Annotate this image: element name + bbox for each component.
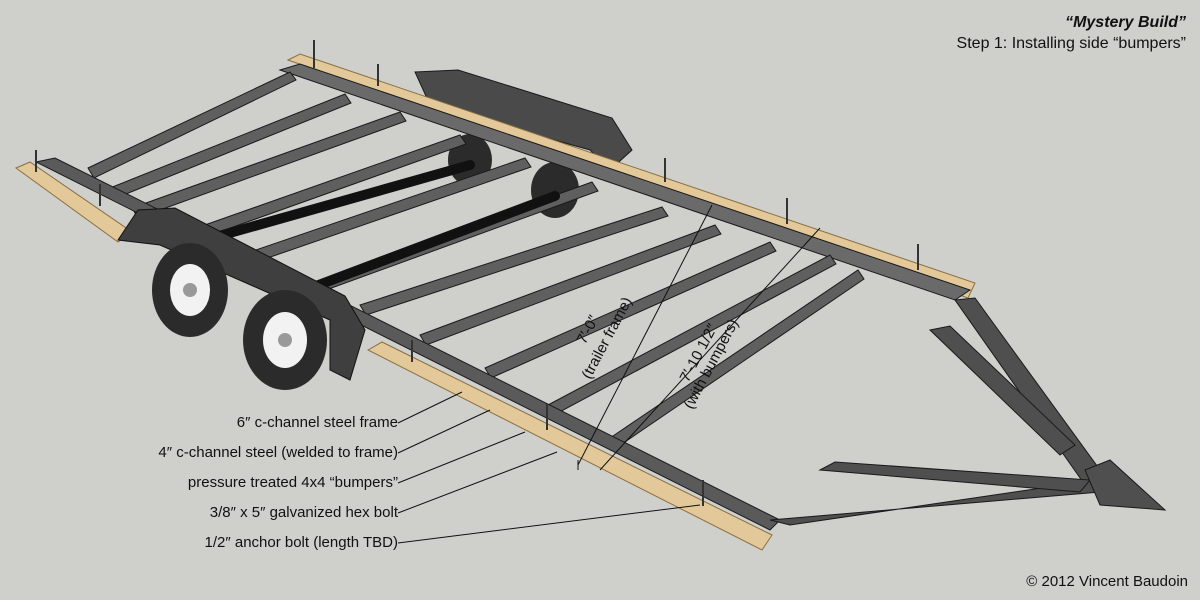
callout-anchor-bolt: 1/2″ anchor bolt (length TBD)	[204, 534, 398, 551]
title-block: “Mystery Build” Step 1: Installing side …	[957, 12, 1186, 54]
tongue-a-frame	[769, 297, 1167, 526]
callout-frame: 6″ c-channel steel frame	[236, 414, 398, 431]
anchor-bolts	[35, 40, 919, 506]
leader-lines	[397, 391, 701, 544]
callout-list: 6″ c-channel steel frame 4″ c-channel st…	[0, 412, 398, 562]
title: “Mystery Build”	[1065, 14, 1186, 31]
dimension-lines	[577, 204, 821, 471]
near-bumper	[366, 341, 773, 551]
callout-c-channel: 4″ c-channel steel (welded to frame)	[158, 444, 398, 461]
far-side-rail	[278, 63, 972, 301]
callout-hex-bolt: 3/8″ x 5″ galvanized hex bolt	[209, 504, 398, 521]
subtitle: Step 1: Installing side “bumpers”	[956, 35, 1186, 52]
callout-bumpers: pressure treated 4x4 “bumpers”	[187, 474, 398, 491]
axles	[200, 160, 560, 297]
copyright: © 2012 Vincent Baudoin	[1026, 573, 1188, 590]
crossmembers	[87, 71, 865, 449]
near-wheels	[152, 243, 327, 390]
